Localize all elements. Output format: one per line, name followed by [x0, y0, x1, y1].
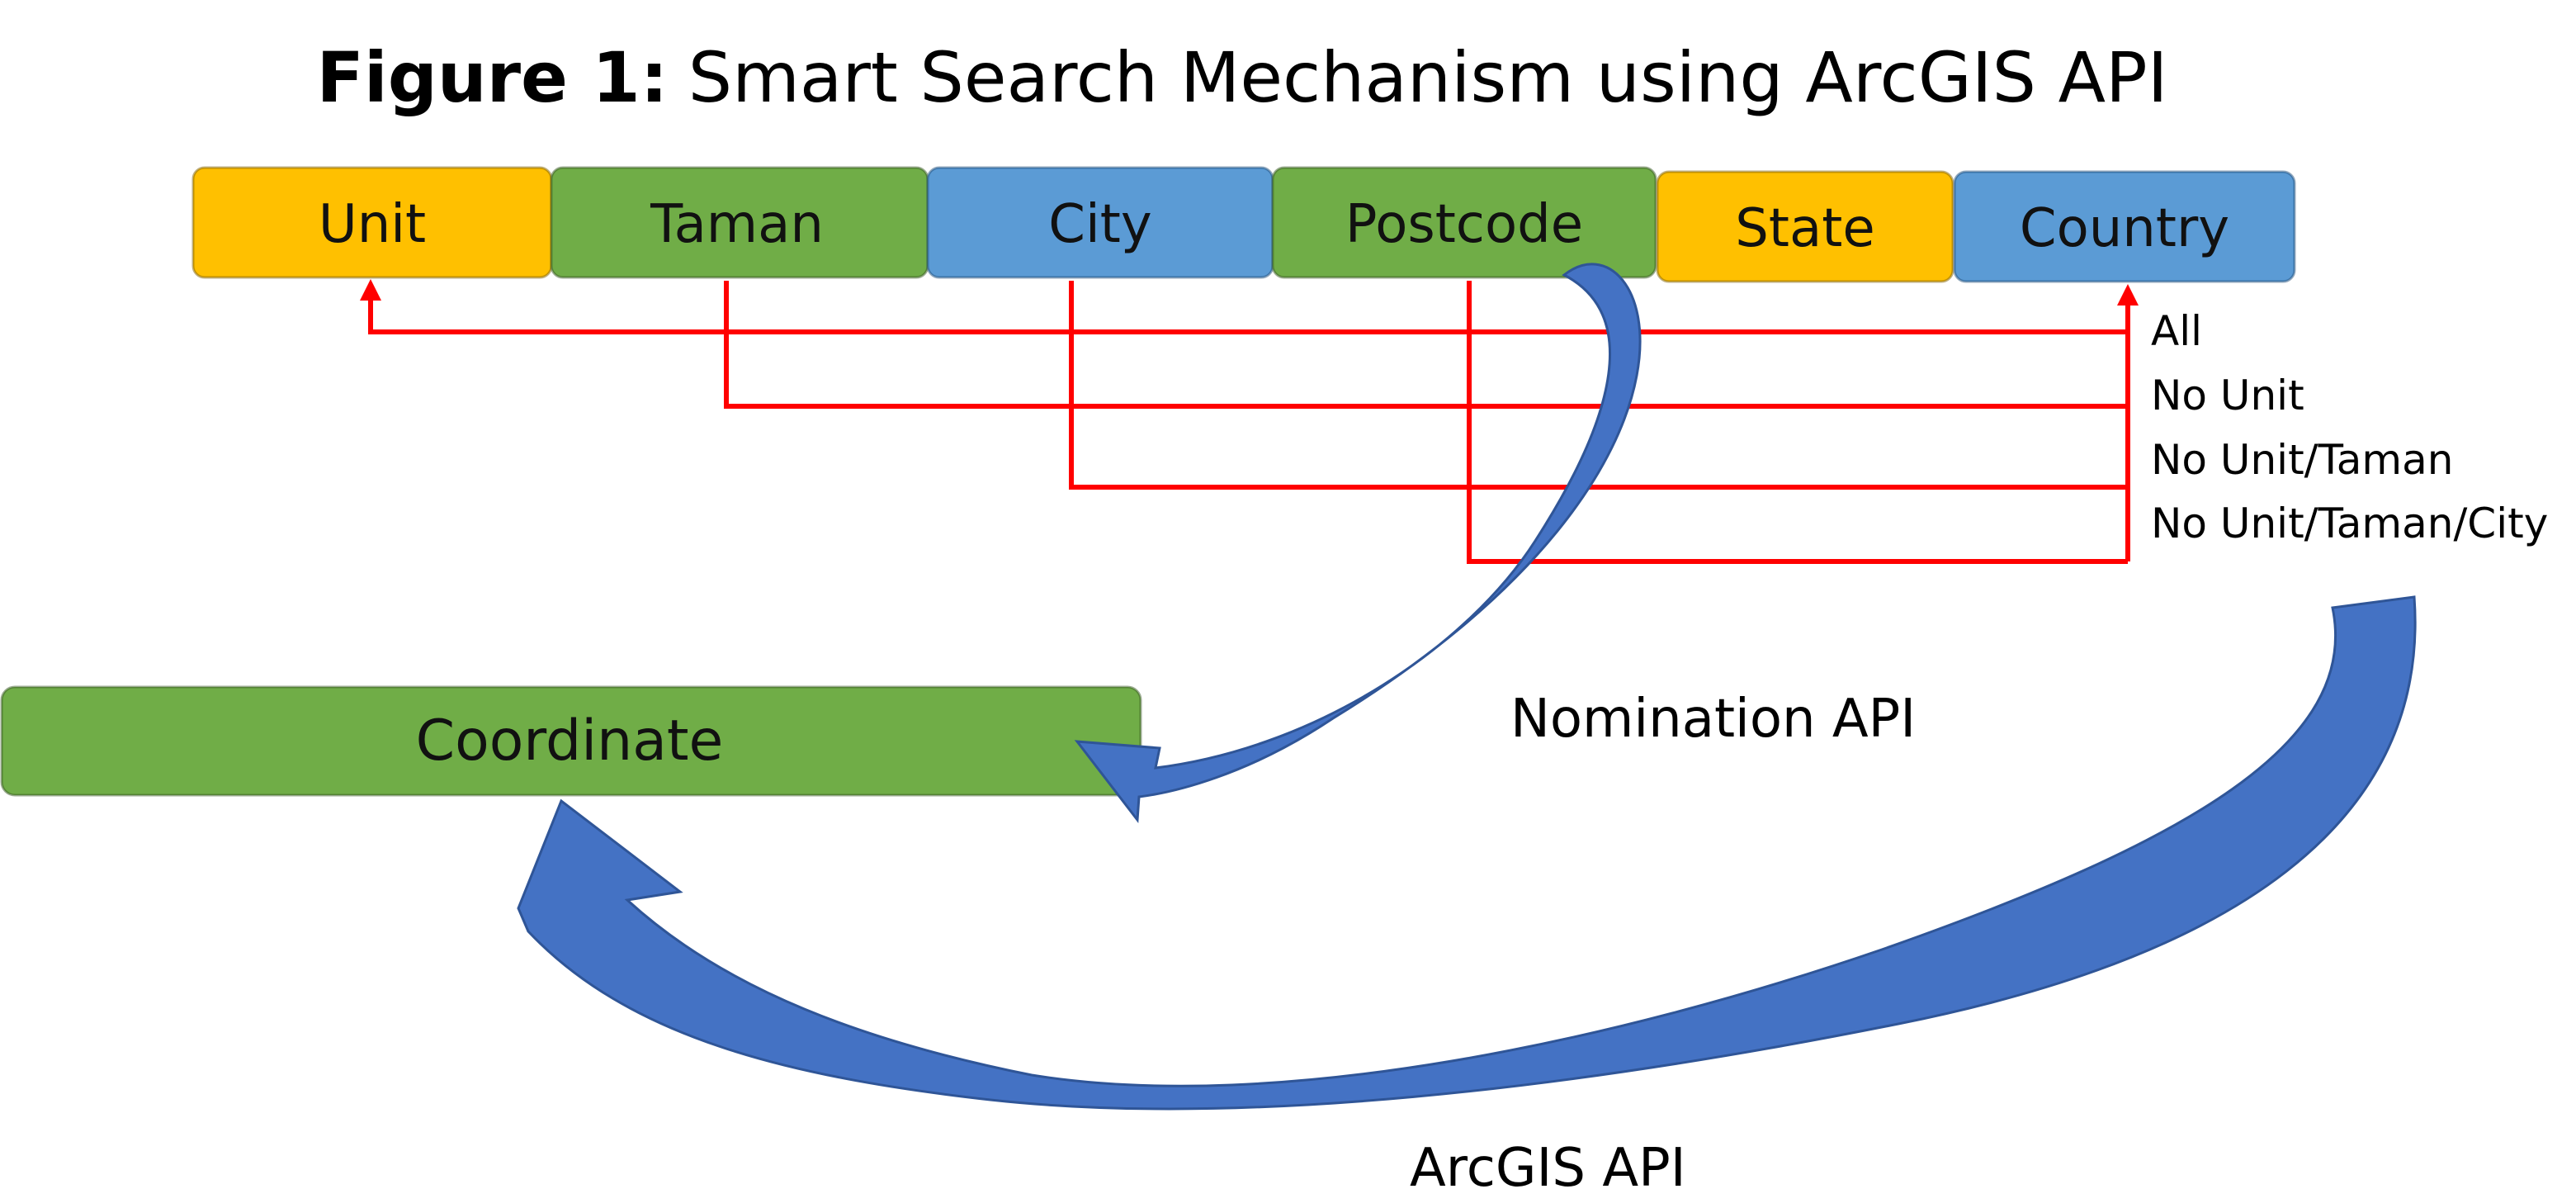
field-country-box — [1953, 170, 2296, 283]
coordinate-box — [0, 685, 1142, 797]
field-postcode: Postcode — [1271, 166, 1657, 279]
figure-title: Figure 1: Smart Search Mechanism using A… — [317, 37, 2168, 118]
coordinate-output: Coordinate — [0, 685, 1142, 797]
field-unit-label: Unit — [319, 194, 426, 255]
connector-no-unit — [724, 281, 2128, 409]
nomination-api-arrow — [1074, 263, 1642, 824]
field-country: Country — [1953, 170, 2296, 283]
figure-title-prefix: Figure 1: — [317, 37, 669, 118]
field-state: State — [1656, 170, 1954, 283]
search-level-all: All — [2151, 307, 2202, 355]
field-taman-label: Taman — [650, 194, 824, 255]
arrowhead-country — [2117, 284, 2139, 306]
arrowhead-unit — [360, 279, 381, 301]
field-state-label: State — [1735, 198, 1874, 259]
field-postcode-box — [1271, 166, 1657, 279]
connector-no-unit-taman-city — [1467, 281, 2128, 564]
field-state-box — [1656, 170, 1954, 283]
search-level-no-unit-taman: No Unit/Taman — [2151, 436, 2453, 484]
arcgis-api-label: ArcGIS API — [1410, 1138, 1686, 1189]
arcgis-api-arrow — [517, 595, 2417, 1111]
connector-no-unit-taman — [1069, 281, 2128, 490]
field-country-label: Country — [2020, 198, 2229, 259]
search-level-no-unit-taman-city: No Unit/Taman/City — [2151, 500, 2548, 547]
figure-title-text: Smart Search Mechanism using ArcGIS API — [688, 37, 2168, 118]
search-levels: All No Unit No Unit/Taman No Unit/Taman/… — [2151, 307, 2548, 547]
field-city: City — [926, 166, 1274, 279]
fallback-connectors — [360, 279, 2139, 564]
address-field-row: Unit Taman City Postcode State Country — [191, 166, 2296, 283]
field-taman: Taman — [550, 166, 929, 279]
search-level-no-unit: No Unit — [2151, 372, 2304, 419]
connector-all — [368, 297, 2128, 334]
coordinate-label: Coordinate — [416, 708, 724, 774]
field-city-label: City — [1048, 194, 1151, 255]
nomination-api-label: Nomination API — [1510, 689, 1916, 750]
field-postcode-label: Postcode — [1345, 194, 1583, 255]
field-unit: Unit — [191, 166, 553, 279]
